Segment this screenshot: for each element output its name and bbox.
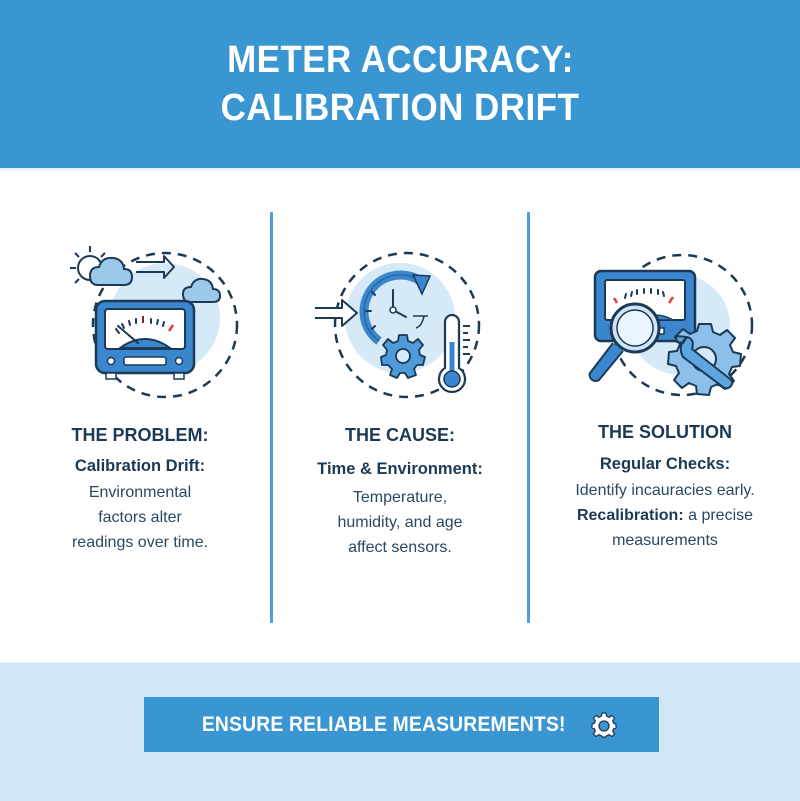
problem-body: Environmental factors alter readings ove… — [15, 480, 265, 555]
column-cause: THE CAUSE: Time & Environment: Temperatu… — [275, 230, 525, 556]
clock-gear-thermometer-icon — [300, 230, 500, 400]
problem-body-line-3: readings over time. — [71, 534, 209, 551]
cause-body-line-1: Temperature, — [352, 489, 448, 506]
solution-item-2-text: a precise — [688, 507, 754, 524]
problem-heading: THE PROBLEM: — [71, 425, 209, 445]
cause-body: Temperature, humidity, and age affect se… — [275, 485, 525, 560]
solution-heading: THE SOLUTION — [598, 422, 732, 442]
header-shadow — [0, 168, 800, 172]
cause-subheading: Time & Environment: — [317, 460, 483, 478]
meter-magnifier-wrench-icon — [565, 230, 765, 400]
column-problem: THE PROBLEM: Calibration Drift: Environm… — [15, 230, 265, 551]
solution-item-2: Recalibration: a precise — [535, 503, 795, 528]
cause-body-line-2: humidity, and age — [337, 514, 463, 531]
page-title-line-1: METER ACCURACY: — [226, 39, 574, 81]
problem-body-line-1: Environmental — [88, 484, 192, 501]
meter-with-weather-icon — [40, 230, 240, 400]
cause-body-line-3: affect sensors. — [348, 539, 452, 556]
column-divider-1 — [270, 212, 273, 623]
column-divider-2 — [527, 212, 530, 623]
solution-item-2-label: Recalibration: — [576, 507, 684, 524]
problem-subheading: Calibration Drift: — [74, 457, 206, 475]
page-title-line-2: CALIBRATION DRIFT — [220, 87, 580, 129]
banner-label: ENSURE RELIABLE MEASUREMENTS! — [201, 712, 566, 736]
solution-item-1-label: Regular Checks: — [599, 455, 731, 473]
cause-heading: THE CAUSE: — [344, 425, 455, 445]
gear-icon — [591, 711, 617, 738]
ensure-reliable-measurements-banner[interactable]: ENSURE RELIABLE MEASUREMENTS! — [144, 697, 659, 752]
solution-item-2-continuation: measurements — [612, 532, 718, 549]
column-solution: THE SOLUTION Regular Checks: Identify in… — [535, 230, 795, 549]
header-banner: METER ACCURACY: CALIBRATION DRIFT — [0, 0, 800, 168]
solution-item-1-text: Identify incauracies early. — [575, 482, 755, 499]
solution-body: Identify incauracies early. Recalibratio… — [535, 478, 795, 553]
problem-body-line-2: factors alter — [98, 509, 182, 526]
